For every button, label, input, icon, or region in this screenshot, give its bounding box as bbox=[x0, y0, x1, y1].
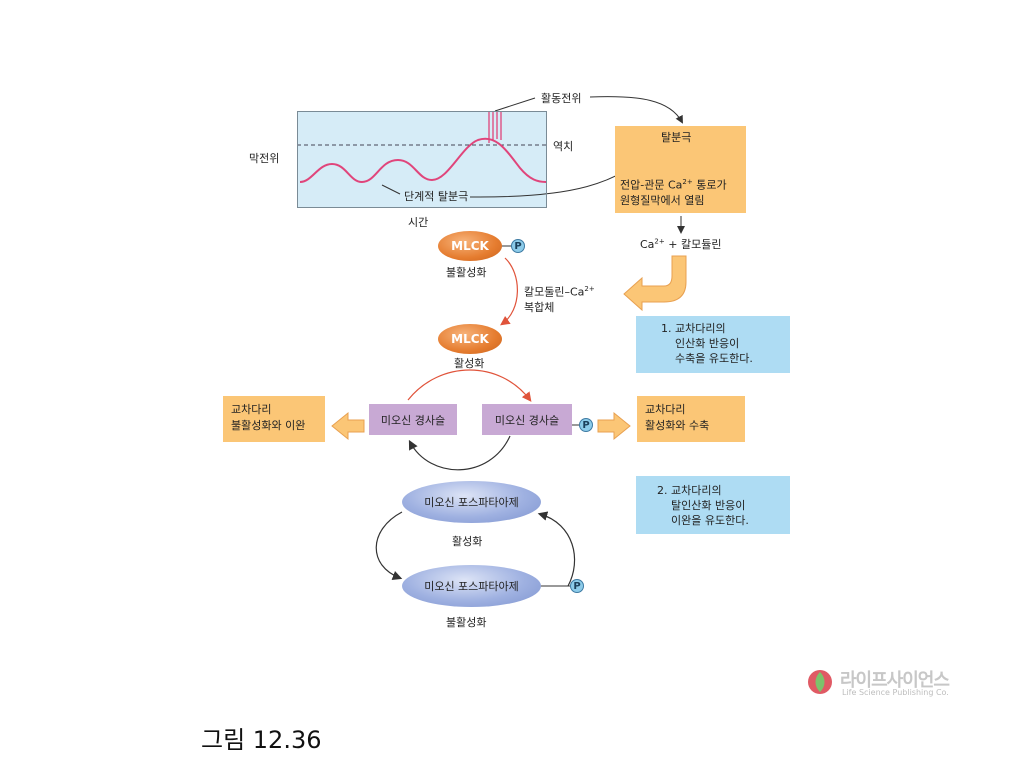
channel-opening-text: 전압-관문 Ca2+ 통로가 원형질막에서 열림 bbox=[620, 178, 727, 207]
phosphatase-active-label: 활성화 bbox=[452, 535, 483, 548]
mlck-inactive-node: MLCK bbox=[438, 231, 502, 261]
myosin-phosphatase-inactive-node: 미오신 포스파타아제 bbox=[402, 565, 541, 607]
time-label: 시간 bbox=[408, 216, 429, 229]
phosphatase-activation-arrow bbox=[537, 511, 576, 587]
threshold-label: 역치 bbox=[553, 140, 574, 153]
graded-potential-wave bbox=[299, 137, 547, 184]
mlck-active-node: MLCK bbox=[438, 324, 502, 354]
publisher-logo: 라이프사이언스 Life Science Publishing Co. bbox=[806, 664, 970, 700]
mlck-inactive-label: 불활성화 bbox=[446, 266, 487, 279]
note2-line2: 탈인산화 반응이 bbox=[671, 499, 746, 512]
mlck-label: MLCK bbox=[451, 239, 489, 253]
ca-calmodulin-label: Ca2+ + 칼모듈린 bbox=[640, 237, 722, 251]
membrane-potential-graph bbox=[297, 111, 547, 208]
phosphorylated-myosin-light-chain-box: 미오신 경사슬 bbox=[482, 404, 572, 435]
note1-line1: 1. 교차다리의 bbox=[661, 322, 726, 335]
note2-line3: 이완을 유도한다. bbox=[671, 514, 749, 527]
note1-line2: 인산화 반응이 bbox=[675, 337, 740, 350]
action-potential-pointer bbox=[494, 97, 536, 112]
note-phosphorylation: 1. 교차다리의 인산화 반응이 수축을 유도한다. bbox=[636, 316, 790, 373]
relaxation-result-box: 교차다리 불활성화와 이완 bbox=[223, 396, 325, 442]
leaf-logo-icon bbox=[808, 670, 832, 694]
left-block-arrow bbox=[331, 411, 365, 441]
phosphate-icon: P bbox=[511, 239, 525, 253]
dephosphorylation-arrow bbox=[408, 435, 511, 471]
depolarization-label: 탈분극 bbox=[661, 131, 692, 144]
ap-to-depolarization-arrow bbox=[589, 96, 683, 124]
mlck-active-label: 활성화 bbox=[454, 357, 485, 370]
note1-line3: 수축을 유도한다. bbox=[675, 352, 753, 365]
mlck-activation-arrow bbox=[500, 257, 518, 326]
note-dephosphorylation: 2. 교차다리의 탈인산화 반응이 이완을 유도한다. bbox=[636, 476, 790, 534]
action-potential-spikes bbox=[488, 111, 502, 143]
phosphatase-inactive-label: 불활성화 bbox=[446, 616, 487, 629]
phosphate-icon: P bbox=[579, 418, 593, 432]
right-block-arrow bbox=[597, 411, 631, 441]
note2-line1: 2. 교차다리의 bbox=[657, 484, 722, 497]
myosin-phosphatase-active-node: 미오신 포스파타아제 bbox=[402, 481, 541, 523]
myosin-light-chain-box: 미오신 경사슬 bbox=[369, 404, 457, 435]
membrane-potential-label: 막전위 bbox=[249, 152, 280, 165]
left-result-line1: 교차다리 bbox=[231, 403, 272, 416]
figure-caption: 그림 12.36 bbox=[201, 726, 322, 754]
graph-plot bbox=[297, 111, 547, 184]
right-result-line1: 교차다리 bbox=[645, 403, 686, 416]
ca-calmodulin-to-mlck-arrow bbox=[623, 255, 687, 312]
phosphorylation-arrow bbox=[407, 369, 532, 402]
graded-depolarization-label: 단계적 탈분극 bbox=[402, 188, 471, 204]
mlck-label: MLCK bbox=[451, 332, 489, 346]
publisher-subtitle: Life Science Publishing Co. bbox=[842, 688, 949, 697]
right-result-line2: 활성화와 수축 bbox=[645, 419, 710, 432]
calmodulin-complex-label: 칼모둘린–Ca2+ 복합체 bbox=[524, 285, 595, 314]
depolarization-channel-box: 탈분극 전압-관문 Ca2+ 통로가 원형질막에서 열림 bbox=[615, 126, 746, 213]
action-potential-label: 활동전위 bbox=[541, 92, 582, 105]
phosphate-icon: P bbox=[570, 579, 584, 593]
phosphatase-inactivation-arrow bbox=[375, 511, 403, 580]
publisher-name: 라이프사이언스 bbox=[840, 670, 950, 691]
left-result-line2: 불활성화와 이완 bbox=[231, 419, 306, 432]
graded-pointer bbox=[381, 184, 401, 195]
contraction-result-box: 교차다리 활성화와 수축 bbox=[637, 396, 745, 442]
